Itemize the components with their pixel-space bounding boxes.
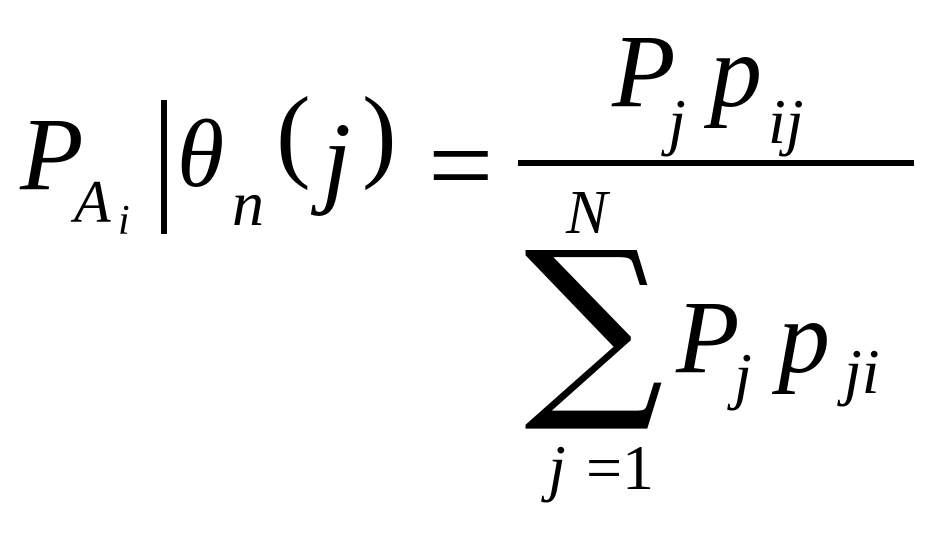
numerator-p: p: [710, 14, 762, 129]
lhs-P: P: [20, 97, 84, 212]
sum-lower-equals: =: [586, 432, 623, 503]
sum-lower-one: 1: [622, 432, 654, 503]
lhs-subscript-n: n: [232, 168, 264, 239]
numerator-subscript-ij: ij: [768, 86, 804, 157]
lhs-close-paren: ): [362, 76, 397, 191]
denominator-subscript-j: j: [734, 340, 752, 411]
numerator-subscript-j: j: [668, 86, 686, 157]
lhs-subscript-i: i: [118, 198, 130, 244]
lhs-open-paren: (: [276, 76, 311, 191]
denominator-subscript-ji: ji: [844, 336, 880, 407]
fraction-bar: [518, 160, 914, 166]
equals-sign: =: [428, 102, 494, 230]
numerator-P: P: [612, 14, 676, 129]
lhs-subscript-A: A: [74, 169, 111, 235]
lhs-theta: θ: [177, 100, 225, 207]
sum-lower-j: j: [548, 432, 566, 503]
sum-upper-limit: N: [566, 179, 608, 247]
summation-sigma: ∑: [524, 210, 664, 438]
lhs-j: j: [322, 102, 351, 217]
conditional-bar: [161, 100, 167, 234]
denominator-P: P: [676, 280, 740, 395]
denominator-p: p: [778, 280, 830, 395]
